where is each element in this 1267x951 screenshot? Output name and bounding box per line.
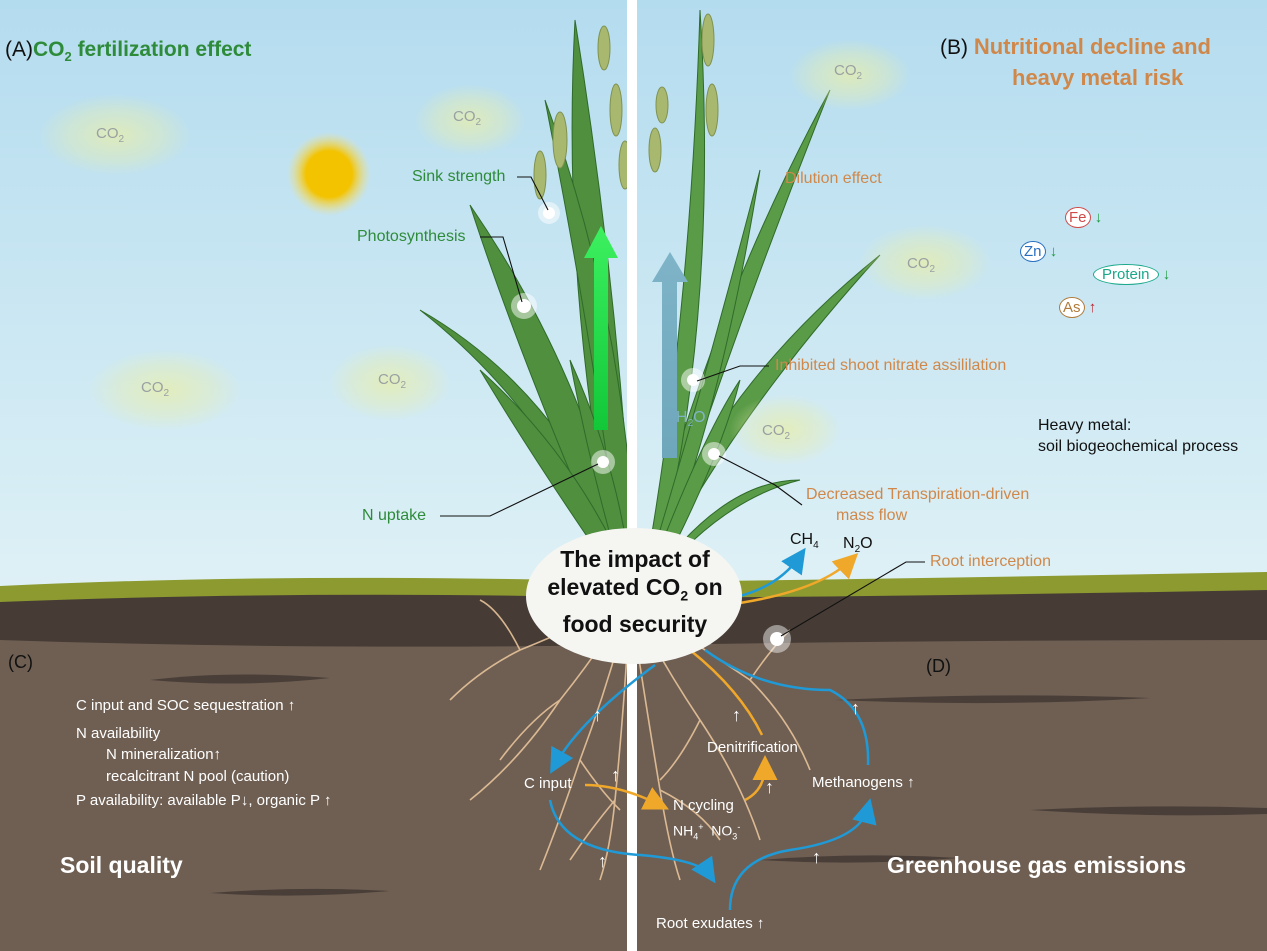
panel-b-title-line2: heavy metal risk — [1012, 65, 1184, 90]
up-arrow-icon: ↑ — [907, 774, 915, 791]
zn-indicator: Zn ↓ — [1020, 241, 1057, 262]
zn-badge: Zn — [1020, 241, 1046, 262]
up-arrow-icon: ↑ — [756, 915, 765, 932]
co2-label: CO2 — [834, 62, 863, 82]
co2-label: CO2 — [907, 255, 936, 275]
up-arrow-icon: ↑ — [611, 765, 620, 785]
fe-badge: Fe — [1065, 207, 1091, 228]
soil-quality-heading: Soil quality — [60, 852, 183, 878]
process-markers — [511, 202, 791, 653]
soil-item: recalcitrant N pool (caution) — [106, 768, 290, 785]
soil-item: N mineralization↑ — [106, 746, 222, 763]
up-arrow-icon: ↑ — [765, 777, 774, 797]
ch4-label: CH4 — [790, 531, 819, 552]
h2o-label: H2O — [676, 409, 706, 430]
co2-glow — [90, 350, 240, 430]
panel-a-title: (A)CO2 fertilization effect — [5, 38, 252, 65]
co2-glow — [790, 40, 910, 110]
ghg-heading: Greenhouse gas emissions — [887, 852, 1187, 878]
protein-indicator: Protein ↓ — [1093, 264, 1170, 285]
as-badge: As — [1059, 297, 1085, 318]
wheat-ears — [533, 13, 719, 200]
up-arrow-icon: ↑ — [598, 851, 607, 871]
fe-indicator: Fe ↓ — [1065, 207, 1102, 228]
soil-flows — [548, 648, 877, 911]
up-arrow-icon: ↑ — [851, 698, 860, 718]
protein-badge: Protein — [1093, 264, 1159, 285]
panel-b-title: (B) Nutritional decline and — [940, 34, 1211, 59]
root-interception-label: Root interception — [930, 553, 1051, 570]
co2-label: CO2 — [141, 379, 170, 399]
co2-glow — [40, 95, 190, 175]
co2-label: CO2 — [762, 422, 791, 442]
ch4-flow-arrow — [739, 547, 806, 598]
up-arrow-icon: ↑ — [593, 705, 602, 725]
dilution-effect-label: Dilution effect — [785, 170, 882, 187]
up-arrow-icon: ↑ — [1088, 299, 1097, 316]
up-arrow-icon: ↑ — [812, 847, 821, 867]
up-arrow-icon: ↑ — [287, 697, 296, 714]
panel-c-letter: (C) — [8, 652, 33, 672]
co2-glow — [860, 225, 990, 300]
soil-item: P availability: available P↓, organic P … — [76, 792, 332, 809]
decreased-transpiration-label: Decreased Transpiration-driven — [806, 486, 1030, 503]
nh4-no3-label: NH4+ NO3- — [673, 822, 741, 842]
as-indicator: As ↑ — [1059, 297, 1096, 318]
panel-d-letter: (D) — [926, 656, 951, 676]
n-cycling-label: N cycling — [673, 797, 734, 814]
photosynthesis-label: Photosynthesis — [357, 228, 466, 245]
sun-icon — [287, 132, 371, 216]
denitrification-label: Denitrification — [707, 739, 798, 756]
co2-glow — [415, 85, 525, 155]
up-arrow-icon: ↑ — [323, 792, 332, 809]
soil-streak — [760, 855, 960, 863]
sink-strength-label: Sink strength — [412, 168, 506, 185]
leader-lines — [440, 176, 925, 637]
green-up-arrow — [584, 226, 618, 430]
co2-label: CO2 — [453, 108, 482, 128]
heavy-metal-label-2: soil biogeochemical process — [1038, 438, 1239, 455]
down-arrow-icon: ↓ — [240, 792, 249, 809]
blue-up-arrow — [652, 252, 688, 458]
decreased-transpiration-label-2: mass flow — [836, 507, 908, 524]
n2o-flow-arrow — [739, 553, 859, 605]
panel-b-letter: (B) — [940, 36, 968, 59]
heavy-metal-label: Heavy metal: — [1038, 417, 1132, 434]
up-arrow-icon: ↑ — [213, 746, 222, 763]
soil-streak — [150, 674, 330, 684]
inhibited-nitrate-label: Inhibited shoot nitrate assililation — [775, 357, 1007, 374]
center-title: The impact of elevated CO2 on food secur… — [547, 546, 723, 637]
n2o-label: N2O — [843, 535, 873, 556]
down-arrow-icon: ↓ — [1162, 266, 1171, 283]
c-input-label: C input — [524, 775, 572, 792]
co2-label: CO2 — [378, 371, 407, 391]
soil-streak — [1030, 806, 1267, 816]
panel-divider — [627, 0, 637, 951]
methanogens-label: Methanogens ↑ — [812, 774, 915, 791]
co2-glow — [730, 395, 840, 465]
soil-streak — [210, 888, 390, 896]
co2-label: CO2 — [96, 125, 125, 145]
down-arrow-icon: ↓ — [1094, 209, 1103, 226]
down-arrow-icon: ↓ — [1049, 243, 1058, 260]
panel-a-letter: (A) — [5, 38, 33, 61]
co2-glow — [330, 345, 450, 420]
soil-streak — [835, 695, 1150, 704]
root-exudates-label: Root exudates ↑ — [656, 915, 765, 932]
soil-item: C input and SOC sequestration ↑ — [76, 697, 296, 714]
center-ellipse — [526, 528, 742, 664]
up-arrow-icon: ↑ — [732, 705, 741, 725]
soil-item: N availability — [76, 725, 161, 742]
n-uptake-label: N uptake — [362, 507, 427, 524]
